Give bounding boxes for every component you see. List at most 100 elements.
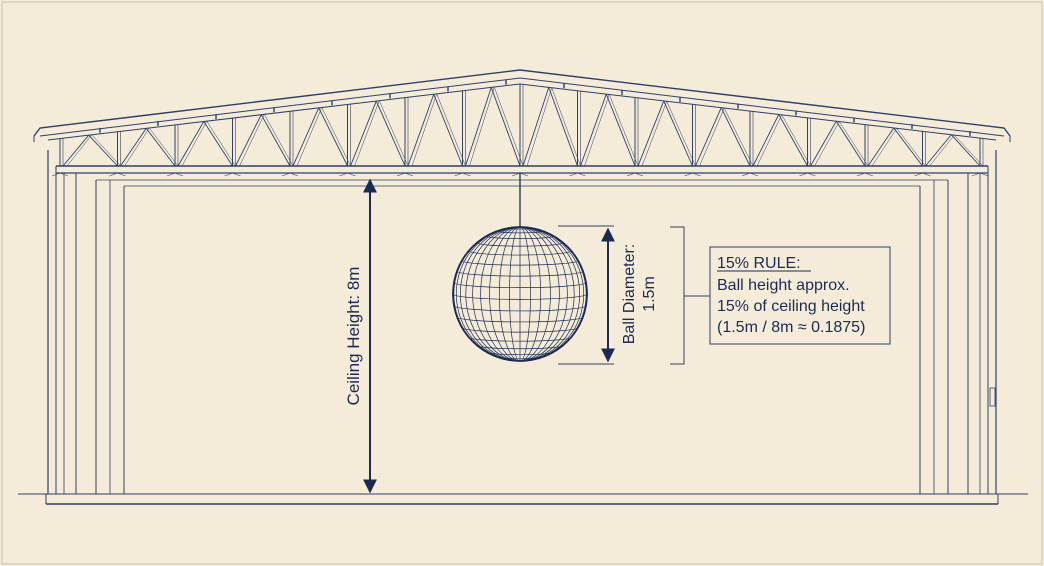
roof-truss <box>51 79 989 177</box>
truss-diagonal <box>666 101 696 167</box>
truss-diagonal <box>66 134 92 167</box>
truss-diagonal <box>605 93 636 167</box>
truss-diagonal <box>494 86 524 167</box>
truss-diagonal <box>724 107 754 167</box>
ball-longitude <box>519 227 551 361</box>
rule-line-1: Ball height approx. <box>717 277 850 294</box>
truss-diagonal <box>260 114 291 167</box>
ball-longitude <box>519 227 584 361</box>
ceiling-beam <box>56 165 988 187</box>
truss-diagonal <box>720 107 751 167</box>
rule-title: 15% RULE: <box>717 255 801 272</box>
truss-diagonal <box>551 87 581 167</box>
truss-diagonal <box>781 114 811 167</box>
truss-diagonal <box>699 107 725 167</box>
truss-diagonal <box>580 93 607 167</box>
truss-diagonal <box>62 134 90 167</box>
ball-longitude <box>509 227 521 361</box>
truss-diagonal <box>522 87 550 167</box>
truss-diagonal <box>609 94 639 167</box>
right-wall <box>919 150 997 494</box>
ball-longitude <box>519 227 568 361</box>
truss-diagonal <box>88 134 118 167</box>
truss-diagonal <box>354 100 380 167</box>
ball-longitude <box>480 227 521 361</box>
truss-diagonal <box>526 87 552 167</box>
truss-diagonal <box>839 121 869 167</box>
ball-longitude <box>472 227 521 361</box>
truss-diagonal <box>695 107 722 167</box>
truss-diagonal <box>407 94 435 167</box>
ball-longitude <box>456 227 521 361</box>
truss-diagonal <box>350 100 377 167</box>
truss-diagonal <box>433 94 463 167</box>
truss-diagonal <box>867 127 895 167</box>
truss-diagonal <box>778 114 808 167</box>
roof-outline <box>33 69 1011 142</box>
truss-diagonal <box>379 100 409 167</box>
ball-longitude <box>519 227 575 361</box>
truss-diagonal <box>235 114 262 167</box>
truss-diagonal <box>756 114 782 167</box>
truss-diagonal <box>375 100 406 167</box>
truss-diagonal <box>203 121 233 167</box>
truss-diagonal <box>469 86 495 167</box>
rule-line-3: (1.5m / 8m ≈ 0.1875) <box>717 319 865 336</box>
truss-diagonal <box>91 134 121 167</box>
truss-diagonal <box>490 87 521 167</box>
truss-diagonal <box>318 107 348 167</box>
truss-diagonal <box>436 93 466 167</box>
truss-diagonal <box>584 94 610 167</box>
ball-longitude <box>460 227 521 361</box>
truss-diagonal <box>950 134 981 167</box>
rule-box: 15% RULE: Ball height approx. 15% of cei… <box>709 246 891 345</box>
truss-diagonal <box>871 128 897 167</box>
ball-diameter-label: Ball Diameter: <box>621 244 638 344</box>
truss-diagonal <box>752 114 780 167</box>
left-wall <box>47 150 125 494</box>
truss-diagonal <box>925 134 952 167</box>
truss-diagonal <box>810 120 837 167</box>
truss-diagonal <box>835 120 866 167</box>
truss-diagonal <box>124 127 150 167</box>
truss-diagonal <box>292 107 320 167</box>
truss-diagonal <box>239 114 265 167</box>
ball-longitude <box>519 227 560 361</box>
truss-diagonal <box>120 128 147 167</box>
ground-line <box>18 493 1028 505</box>
truss-diagonal <box>177 121 205 167</box>
truss-diagonal <box>814 121 840 167</box>
ball-diameter-value: 1.5m <box>641 276 658 312</box>
rule-bracket <box>670 226 685 365</box>
ball-longitude <box>519 227 580 361</box>
disco-ball <box>452 226 588 362</box>
truss-diagonal <box>264 114 294 167</box>
truss-diagonal <box>929 134 955 167</box>
truss-diagonal <box>206 121 236 167</box>
truss-diagonal <box>548 87 578 167</box>
ceiling-height-label: Ceiling Height: 8m <box>344 267 363 406</box>
truss-diagonal <box>954 134 984 167</box>
truss-diagonal <box>149 127 179 167</box>
truss-diagonal <box>465 87 492 167</box>
ball-longitude <box>465 227 521 361</box>
truss-diagonal <box>641 101 667 167</box>
truss-diagonal <box>411 93 437 167</box>
ball-longitude <box>489 227 521 361</box>
truss-diagonal <box>145 128 176 167</box>
truss-diagonal <box>896 128 926 167</box>
rule-line-2: 15% of ceiling height <box>717 298 865 315</box>
truss-diagonal <box>637 100 665 167</box>
ball-diameter-extension-lines <box>558 225 614 365</box>
ball-longitude <box>498 227 521 361</box>
truss-diagonal <box>181 121 207 167</box>
ball-longitude <box>519 227 531 361</box>
truss-diagonal <box>296 107 322 167</box>
truss-diagonal <box>321 107 351 167</box>
ball-longitude <box>519 227 542 361</box>
truss-diagonal <box>663 100 693 167</box>
truss-diagonal <box>893 127 923 167</box>
